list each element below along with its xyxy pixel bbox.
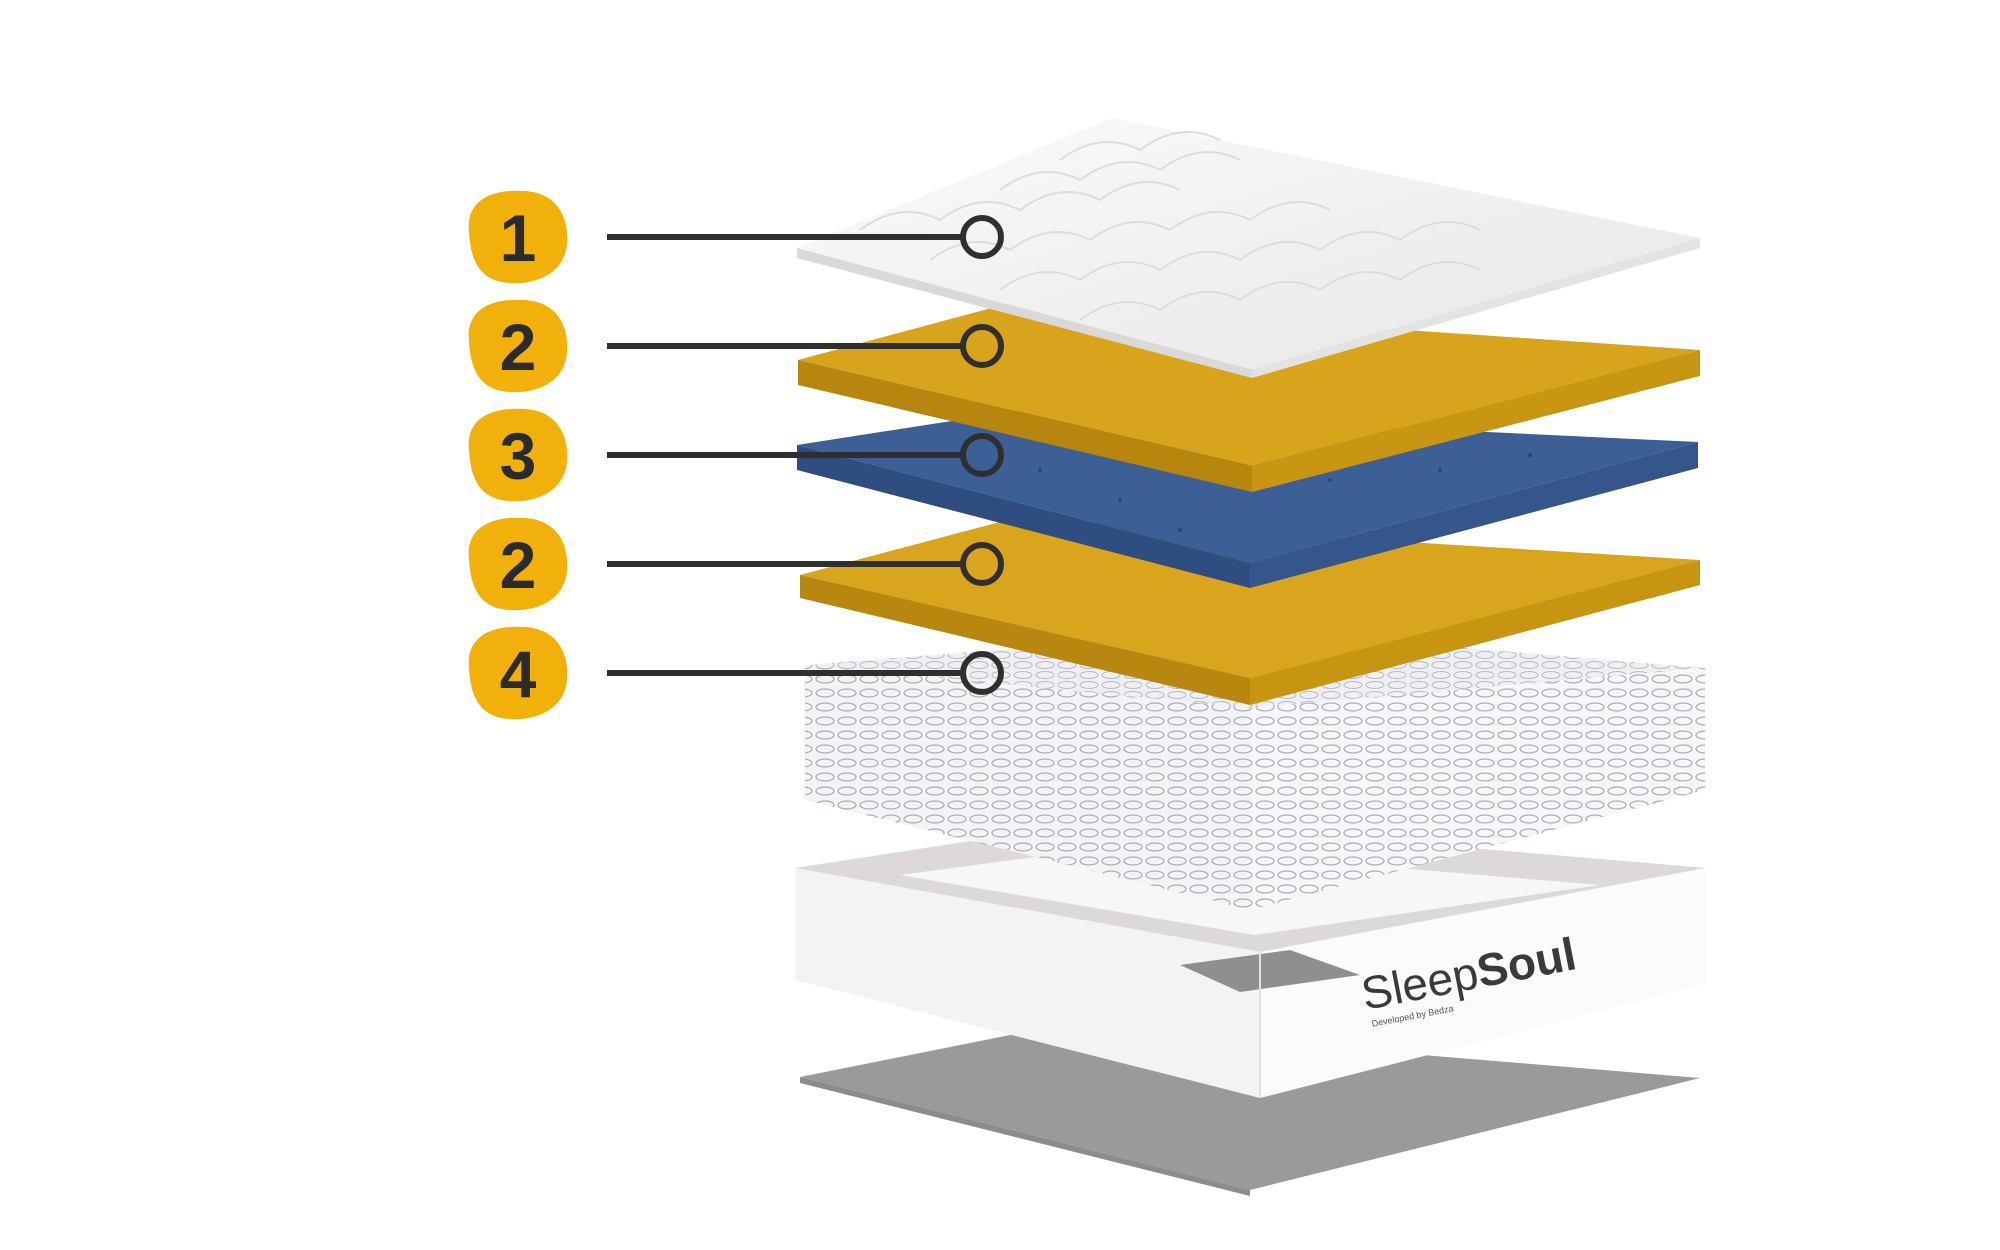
callouts: 1 2 3 2 4 (468, 190, 1004, 720)
callout-pointer-ring (960, 651, 1004, 695)
callout-pointer-ring (960, 215, 1004, 259)
callout-number: 1 (500, 201, 537, 275)
comfort-foam-layer-lower (800, 518, 1700, 705)
callout-number: 3 (500, 419, 537, 493)
comfort-foam-layer-upper (798, 303, 1700, 492)
callout-pointer-ring (960, 542, 1004, 586)
callout-number: 4 (500, 637, 537, 711)
callout-pointer-ring (960, 433, 1004, 477)
callout-badge (468, 299, 568, 393)
callout-badge (468, 517, 568, 611)
quilted-cover-layer (797, 118, 1700, 378)
callout-1: 1 (468, 190, 1004, 284)
callout-4: 2 (468, 517, 1004, 611)
callout-3: 3 (468, 408, 1004, 502)
callout-number: 2 (500, 528, 537, 602)
callout-pointer-ring (960, 324, 1004, 368)
callout-2: 2 (468, 299, 1004, 393)
callout-number: 2 (500, 310, 537, 384)
base-panel (800, 1025, 1700, 1196)
callout-badge (468, 408, 568, 502)
callout-badge (468, 190, 568, 284)
callout-badge (468, 626, 568, 720)
callout-5: 4 (468, 626, 1004, 720)
